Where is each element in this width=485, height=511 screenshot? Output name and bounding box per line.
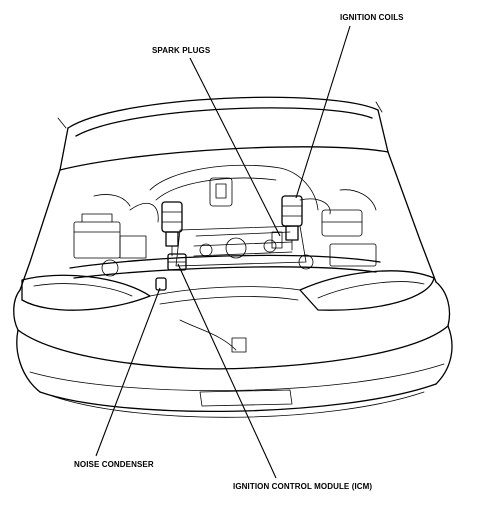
icm-unit <box>167 253 187 271</box>
noise-condenser-unit <box>155 277 167 291</box>
right-ignition-coil <box>271 195 303 251</box>
radiator-support <box>69 254 381 305</box>
car-body <box>13 146 453 418</box>
raised-hood <box>57 96 389 171</box>
leader-lines <box>95 25 351 479</box>
label-icm: IGNITION CONTROL MODULE (ICM) <box>233 482 373 491</box>
label-noise-condenser: NOISE CONDENSER <box>74 460 154 469</box>
engine-components <box>73 164 377 353</box>
label-ignition-coils: IGNITION COILS <box>340 13 404 22</box>
left-ignition-coil <box>161 201 183 257</box>
label-spark-plugs: SPARK PLUGS <box>152 46 211 55</box>
